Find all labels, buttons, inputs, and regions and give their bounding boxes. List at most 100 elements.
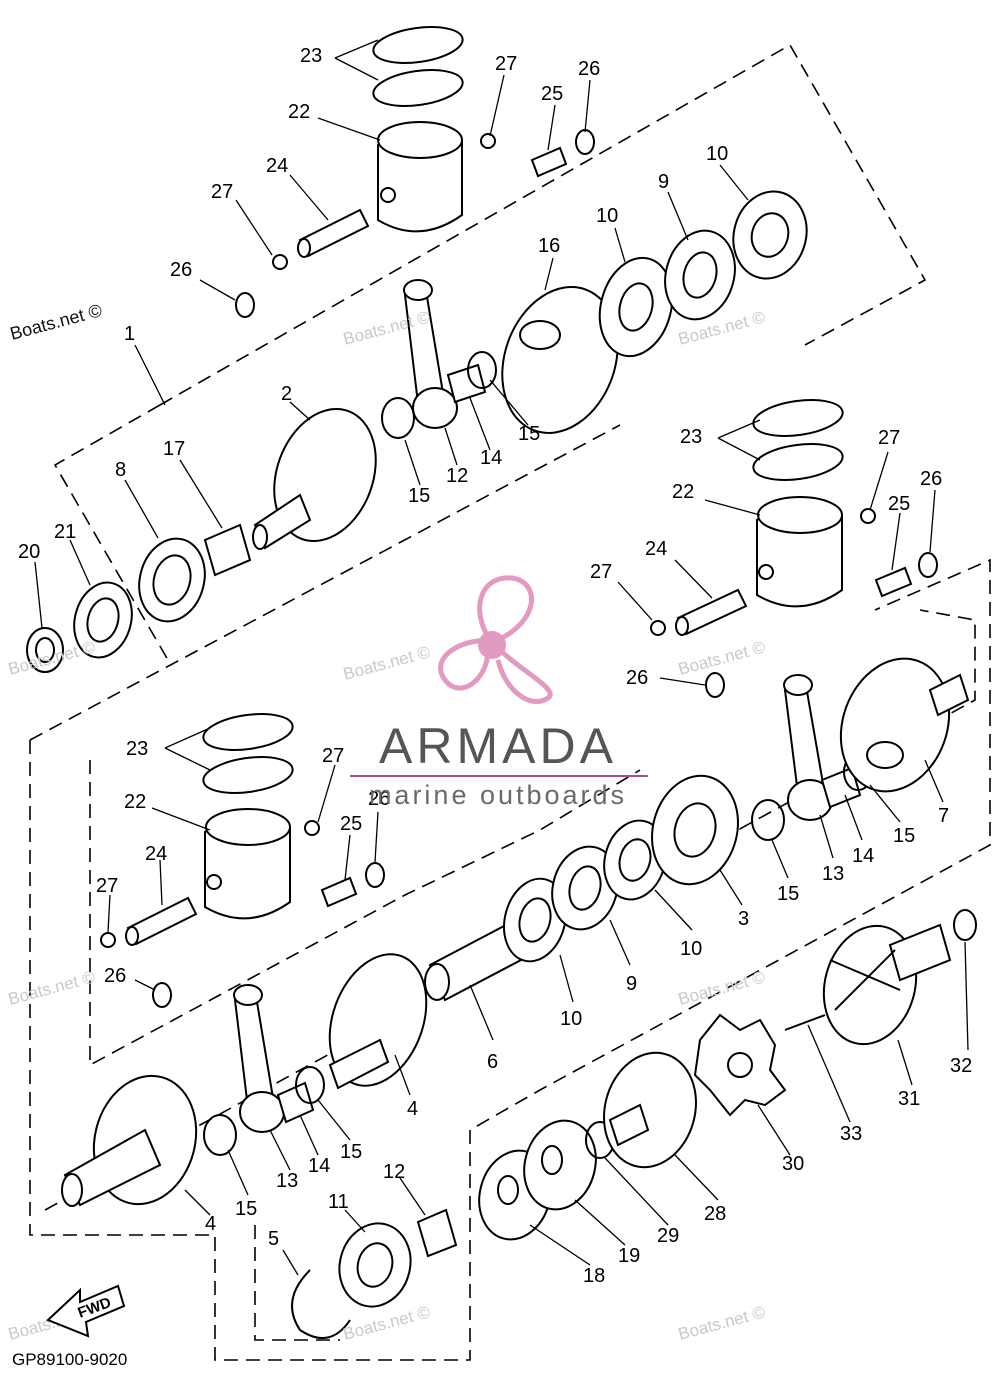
callout-label: 10 xyxy=(706,143,728,165)
callout-label: 23 xyxy=(680,426,702,448)
collar-icon xyxy=(416,1208,458,1258)
callout-label: 15 xyxy=(777,883,799,905)
bearing-icon xyxy=(551,845,619,931)
connecting-rod-icon xyxy=(783,674,833,821)
brand-tagline: marine outboards xyxy=(369,780,627,810)
crank-web-icon xyxy=(328,953,428,1090)
watermark-text: Boats.net © xyxy=(676,1302,767,1344)
callout-label: 15 xyxy=(340,1141,362,1163)
washer-icon xyxy=(467,351,497,389)
callout-label: 31 xyxy=(898,1088,920,1110)
washer-icon xyxy=(575,129,595,155)
piston-ring-icon xyxy=(202,756,294,794)
hub-icon xyxy=(822,923,952,1046)
bushing-icon xyxy=(874,566,913,598)
callout-label: 24 xyxy=(145,843,167,865)
crank-web-icon xyxy=(501,286,619,434)
callout-label: 14 xyxy=(480,447,502,469)
piston-ring-icon xyxy=(752,399,844,437)
callout-label: 26 xyxy=(104,965,126,987)
callout-label: 13 xyxy=(822,863,844,885)
propeller-icon xyxy=(438,575,553,705)
watermark-text: Boats.net © xyxy=(8,300,104,344)
callout-label: 7 xyxy=(938,805,949,827)
armada-logo: ARMADA marine outboards xyxy=(350,575,648,810)
callout-label: 27 xyxy=(211,181,233,203)
callout-label: 9 xyxy=(626,973,637,995)
callout-labels: 23 22 27 26 25 10 9 10 16 24 27 26 1 2 1… xyxy=(18,45,972,1287)
washer-icon xyxy=(295,1066,325,1104)
piston-pin-icon xyxy=(125,896,198,946)
plate-icon xyxy=(523,1119,597,1211)
circlip-icon xyxy=(100,932,116,948)
piston-pin-icon xyxy=(297,208,370,258)
leader-lines xyxy=(34,39,969,1276)
watermark-text: Boats.net © xyxy=(341,642,432,684)
callout-label: 25 xyxy=(888,493,910,515)
callout-label: 27 xyxy=(495,53,517,75)
bearing-icon xyxy=(503,877,567,963)
callout-label: 5 xyxy=(268,1228,279,1250)
callout-label: 8 xyxy=(115,459,126,481)
callout-label: 10 xyxy=(596,205,618,227)
callout-label: 4 xyxy=(205,1213,216,1235)
piston-icon xyxy=(377,121,463,233)
bushing-icon xyxy=(530,146,568,178)
bearing-icon xyxy=(664,229,736,321)
oil-seal-icon xyxy=(73,581,133,659)
seal-ring-icon xyxy=(953,909,977,941)
callout-label: 17 xyxy=(163,438,185,460)
callout-label: 24 xyxy=(645,538,667,560)
watermark-text: Boats.net © xyxy=(676,967,767,1009)
callout-label: 26 xyxy=(578,58,600,80)
crank-pin-icon xyxy=(820,766,862,809)
piston-icon xyxy=(204,808,291,920)
callout-label: 14 xyxy=(308,1155,330,1177)
callout-label: 32 xyxy=(950,1055,972,1077)
lock-nut-icon xyxy=(26,627,64,673)
washer-icon xyxy=(381,397,415,439)
left-cylinder-group xyxy=(61,713,428,1207)
crank-web-icon xyxy=(839,657,970,793)
callout-label: 28 xyxy=(704,1203,726,1225)
callout-label: 26 xyxy=(170,259,192,281)
roller-bearing-icon xyxy=(138,537,206,623)
callout-label: 12 xyxy=(383,1161,405,1183)
assembly-outlines xyxy=(29,43,991,1361)
callout-label: 26 xyxy=(626,667,648,689)
callout-label: 27 xyxy=(96,875,118,897)
callout-label: 27 xyxy=(878,427,900,449)
circlip-icon xyxy=(272,254,288,270)
callout-label: 15 xyxy=(518,423,540,445)
retaining-ring-icon xyxy=(291,1269,351,1339)
center-shaft-group xyxy=(424,774,739,1002)
callout-label: 18 xyxy=(583,1265,605,1287)
circlip-icon xyxy=(860,508,876,524)
watermark-text: Boats.net © xyxy=(341,1302,432,1344)
callout-label: 15 xyxy=(235,1198,257,1220)
callout-label: 27 xyxy=(322,745,344,767)
callout-label: 20 xyxy=(18,541,40,563)
crankshaft-end-icon xyxy=(252,408,377,550)
lower-drive-group xyxy=(291,909,977,1339)
circlip-icon xyxy=(480,133,496,149)
bolt-icon xyxy=(784,1014,826,1031)
callout-label: 14 xyxy=(852,845,874,867)
upper-cylinder-group xyxy=(26,26,808,673)
callout-label: 21 xyxy=(54,521,76,543)
washer-icon xyxy=(365,862,385,888)
callout-label: 26 xyxy=(920,468,942,490)
callout-label: 25 xyxy=(541,83,563,105)
watermark-text: Boats.net © xyxy=(6,967,97,1009)
damper-icon xyxy=(693,1013,787,1117)
callout-label: 23 xyxy=(126,738,148,760)
bushing-icon xyxy=(320,876,358,908)
callout-label: 26 xyxy=(368,788,390,810)
callout-label: 27 xyxy=(590,561,612,583)
callout-label: 3 xyxy=(738,908,749,930)
callout-label: 15 xyxy=(408,485,430,507)
coupler-icon xyxy=(603,1051,697,1169)
callout-label: 29 xyxy=(657,1225,679,1247)
callout-label: 12 xyxy=(446,465,468,487)
